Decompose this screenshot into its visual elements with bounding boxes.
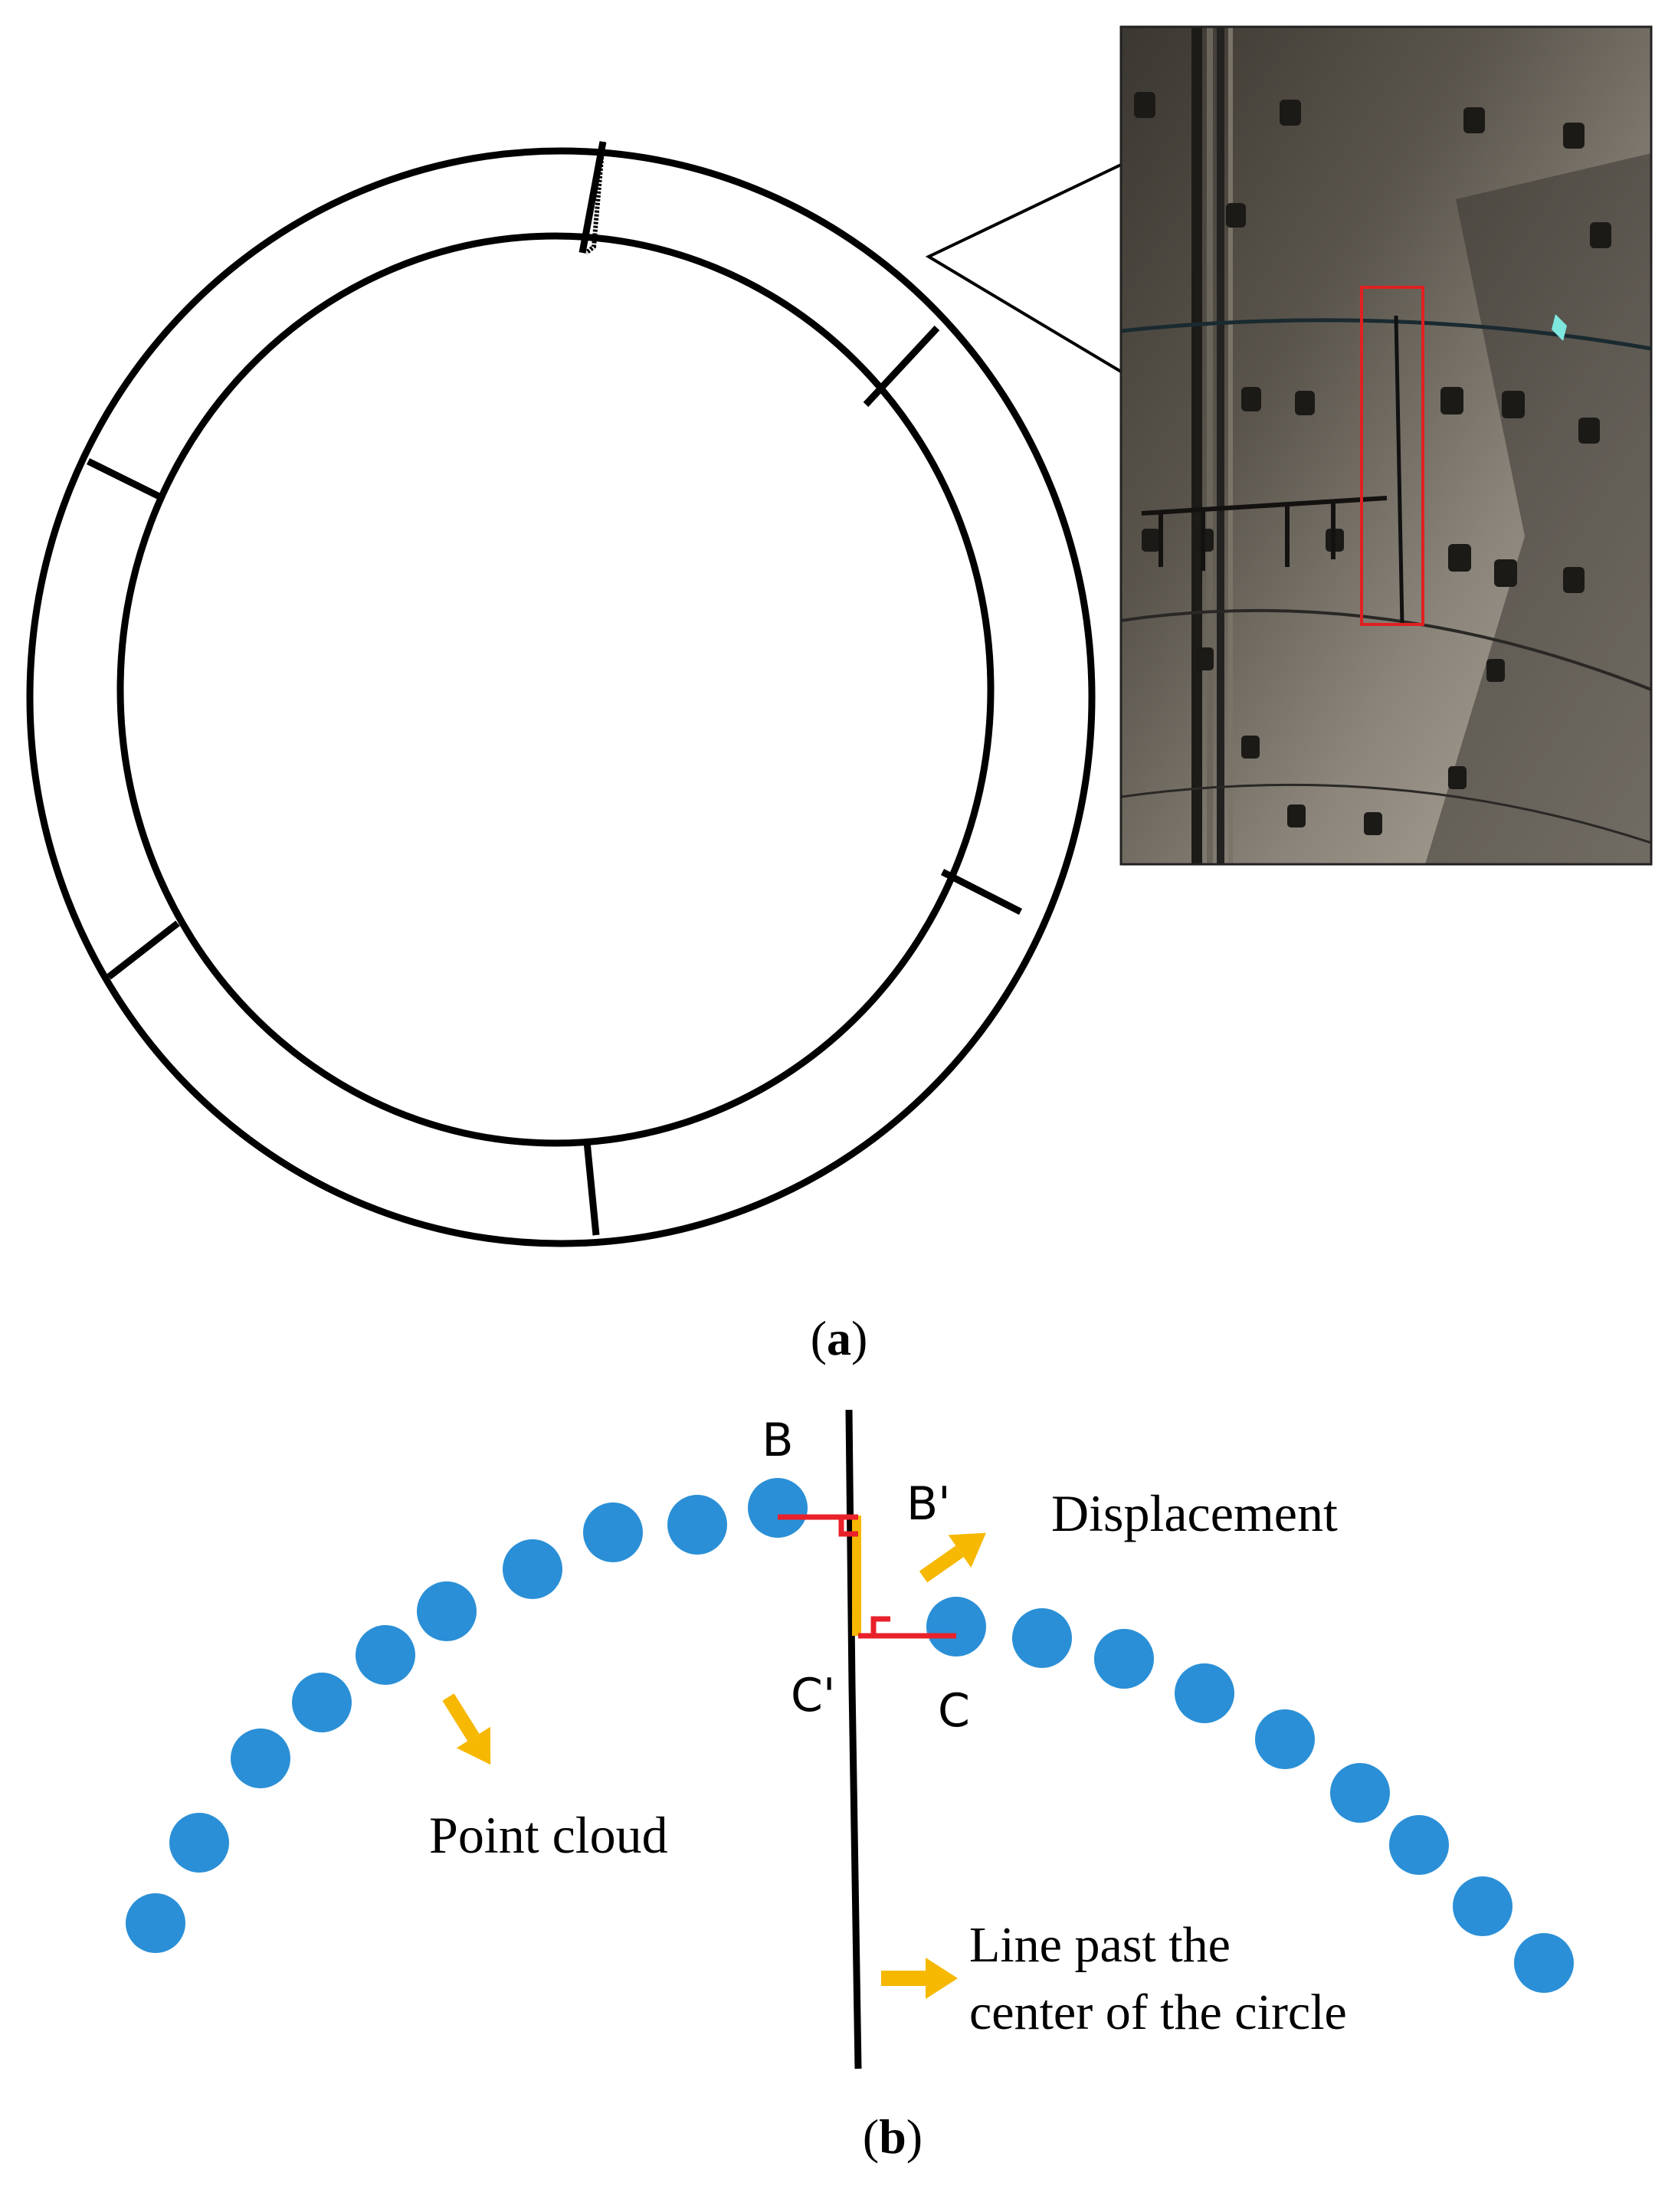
segment-joint xyxy=(940,868,1023,916)
outer-ring xyxy=(26,147,1096,1247)
segment-joint xyxy=(87,457,164,502)
displacement-arrow xyxy=(919,1532,986,1583)
tunnel-photo xyxy=(1121,27,1651,864)
point xyxy=(1330,1763,1390,1823)
point xyxy=(356,1625,415,1685)
point xyxy=(1514,1933,1574,1993)
point xyxy=(1012,1608,1072,1668)
label-line-past-2: center of the circle xyxy=(969,1984,1347,2040)
point xyxy=(231,1729,290,1788)
tunnel-ring xyxy=(26,141,1096,1247)
point xyxy=(1094,1629,1154,1689)
point xyxy=(292,1673,352,1732)
inner-ring xyxy=(116,232,995,1147)
segment-joint xyxy=(583,1141,600,1236)
label-point-cloud: Point cloud xyxy=(429,1806,668,1864)
caption-b: (b) xyxy=(863,2109,923,2164)
arrows xyxy=(442,1532,986,1999)
point-cloud-arrow xyxy=(442,1693,491,1765)
panel-b: B B' C' C Displacement Point cloud Line … xyxy=(126,1409,1574,2164)
point xyxy=(667,1495,727,1555)
panel-a: (a) xyxy=(26,25,1653,1365)
point xyxy=(503,1539,562,1599)
point xyxy=(126,1893,185,1953)
point xyxy=(417,1581,477,1641)
point xyxy=(1175,1663,1234,1723)
point-cloud-right xyxy=(926,1597,1574,1993)
segment-joint xyxy=(578,141,607,254)
label-line-past-1: Line past the xyxy=(969,1917,1231,1973)
caption-a-letter: a xyxy=(827,1311,851,1365)
caption-b-open: ( xyxy=(863,2109,879,2164)
point xyxy=(748,1478,808,1538)
point-cloud-left xyxy=(126,1478,808,1953)
caption-b-letter: b xyxy=(879,2109,906,2164)
center-line xyxy=(845,1409,862,2069)
caption-b-close: ) xyxy=(906,2109,923,2164)
label-b-prime: B' xyxy=(906,1477,951,1531)
caption-a: (a) xyxy=(811,1311,868,1365)
dislocated-segment-edge xyxy=(585,141,605,255)
point xyxy=(1255,1709,1315,1769)
point xyxy=(1389,1815,1449,1875)
label-b: B xyxy=(762,1414,793,1467)
crack-highlight-box xyxy=(1360,286,1424,626)
callout-lines xyxy=(925,163,1122,373)
caption-a-open: ( xyxy=(811,1311,827,1365)
center-line-arrow xyxy=(881,1958,958,1999)
point xyxy=(926,1597,986,1657)
point xyxy=(169,1813,229,1873)
label-c-prime: C' xyxy=(791,1669,835,1722)
segment-joint xyxy=(863,325,940,408)
segment-joint xyxy=(107,920,180,980)
label-c: C xyxy=(938,1684,970,1738)
point xyxy=(583,1503,643,1562)
point xyxy=(1453,1876,1512,1936)
label-displacement: Displacement xyxy=(1051,1484,1338,1542)
caption-a-close: ) xyxy=(851,1311,867,1365)
perpendicular-markers xyxy=(778,1514,956,1639)
